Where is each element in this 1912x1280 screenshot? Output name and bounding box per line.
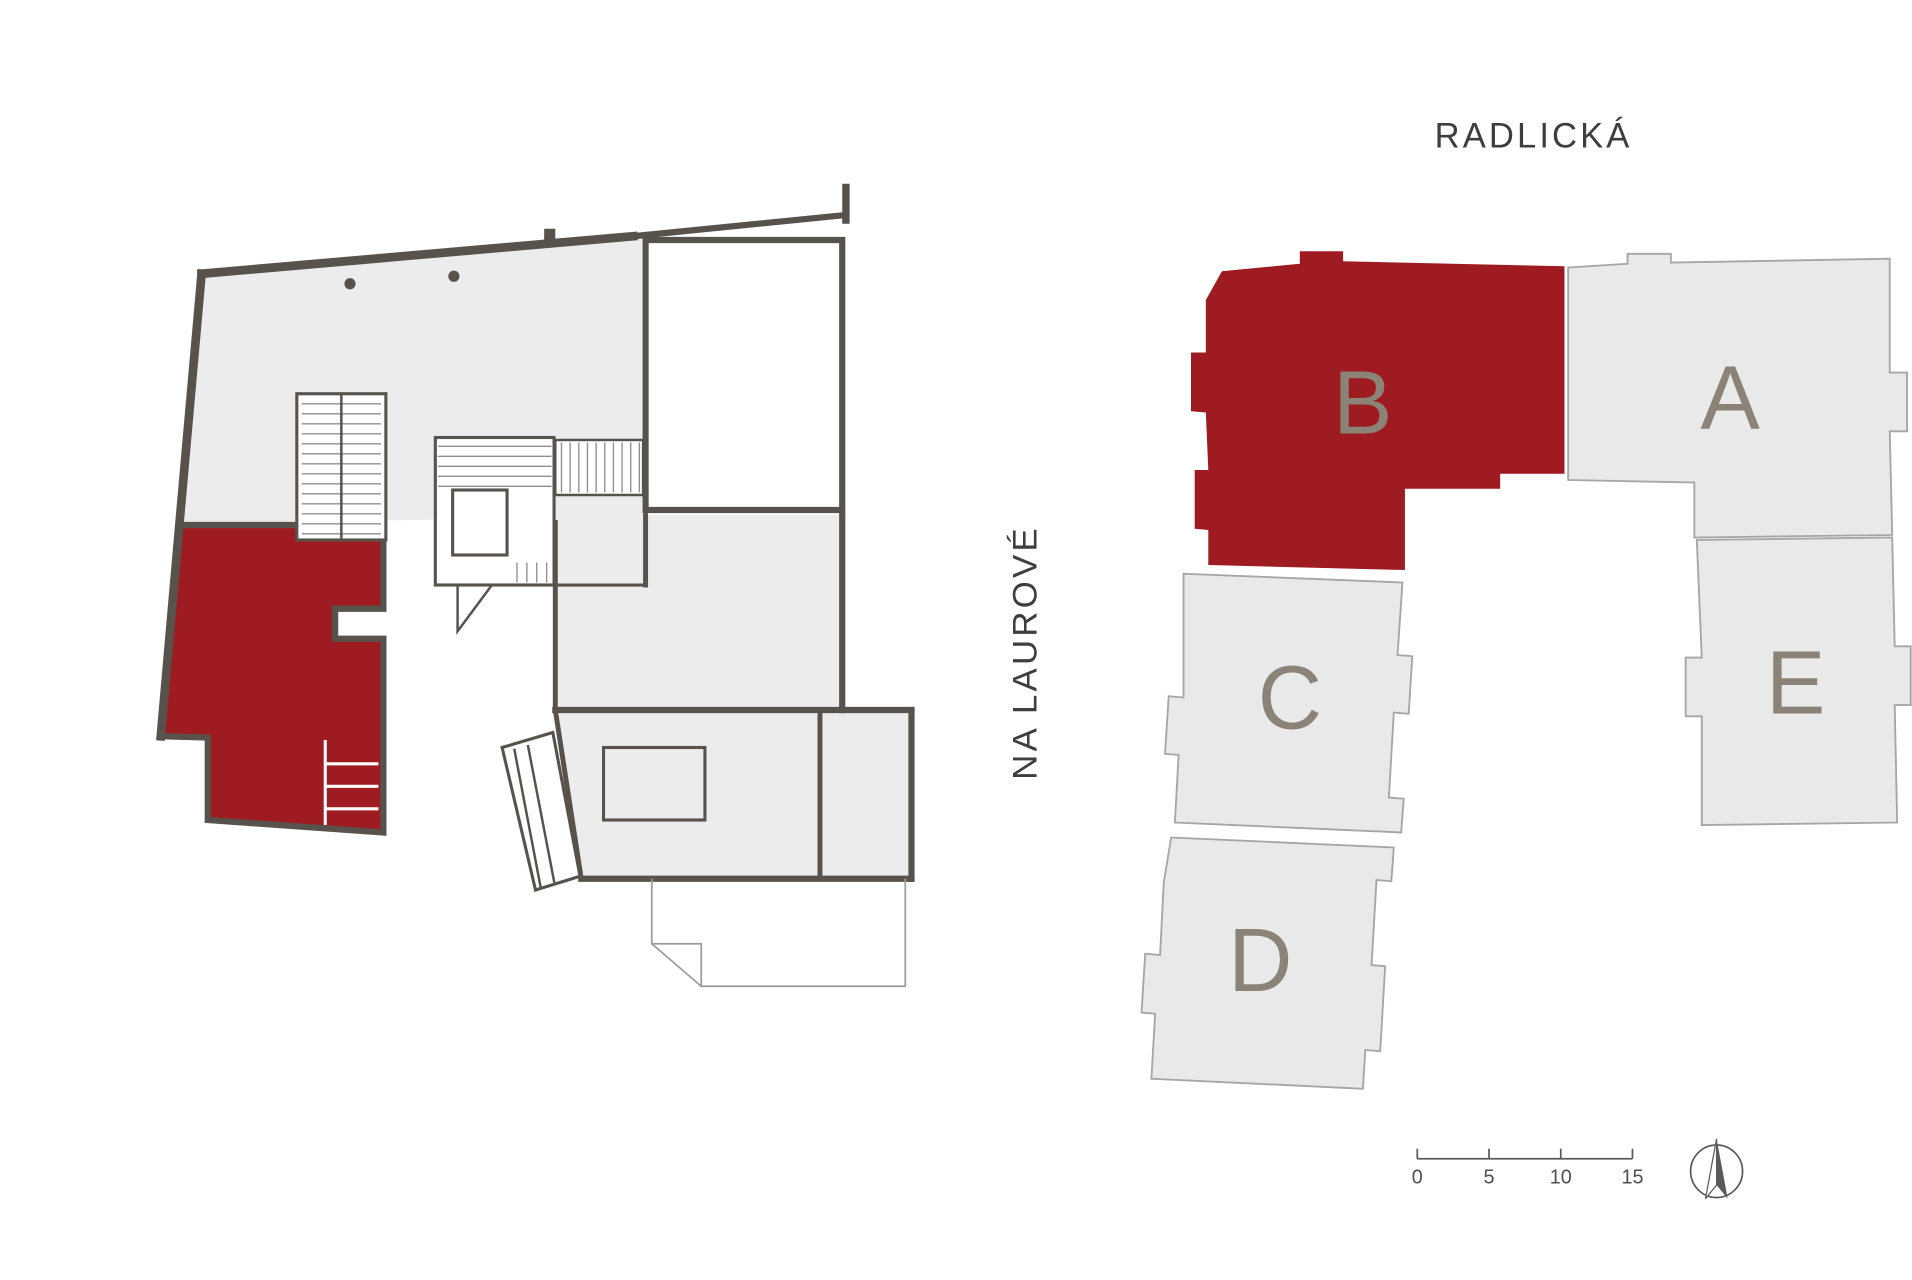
building-e-shape[interactable] — [1684, 536, 1912, 826]
site-plan: RADLICKÁ NA LAUROVÉ B A C D E 0 5 10 15 — [1006, 116, 1912, 1200]
walls — [156, 183, 915, 882]
building-d-shape[interactable] — [1140, 836, 1395, 1090]
building-a-shape[interactable] — [1567, 252, 1908, 539]
floor-plan — [156, 183, 915, 988]
wall-notch — [544, 228, 556, 245]
floor-plan-highlighted-unit[interactable] — [157, 521, 387, 836]
scale-tick-5: 5 — [1484, 1167, 1495, 1189]
north-arrow-icon — [1689, 1138, 1744, 1200]
staircase-central — [433, 435, 556, 635]
staircase-upper — [295, 392, 388, 542]
building-b-shape[interactable] — [1190, 251, 1565, 570]
courtyard — [642, 236, 846, 514]
street-label-radlicka: RADLICKÁ — [1435, 116, 1633, 155]
building-b-label: B — [1333, 352, 1392, 453]
floor-area-lower — [555, 710, 912, 879]
unit-partition-lines — [323, 740, 379, 825]
wedge-room — [500, 730, 582, 892]
floor-area-middle — [555, 515, 843, 710]
scale-tick-10: 10 — [1550, 1167, 1572, 1189]
staircase-strip — [554, 438, 645, 497]
column-dot — [344, 278, 356, 290]
street-label-na-laurove: NA LAUROVÉ — [1006, 525, 1045, 780]
small-room — [601, 745, 707, 822]
building-c-shape[interactable] — [1164, 572, 1414, 834]
scale-tick-15: 15 — [1622, 1167, 1644, 1189]
door-swing — [456, 583, 493, 635]
elevator-shaft — [451, 488, 509, 557]
building-d-label: D — [1228, 910, 1292, 1011]
column-dot — [448, 270, 460, 282]
scale-tick-0: 0 — [1412, 1167, 1423, 1189]
terrace-outline — [650, 878, 907, 988]
scale-bar: 0 5 10 15 — [1412, 1148, 1644, 1189]
building-e-label: E — [1766, 632, 1825, 733]
building-a-label: A — [1700, 347, 1760, 448]
building-c-label: C — [1258, 647, 1322, 748]
